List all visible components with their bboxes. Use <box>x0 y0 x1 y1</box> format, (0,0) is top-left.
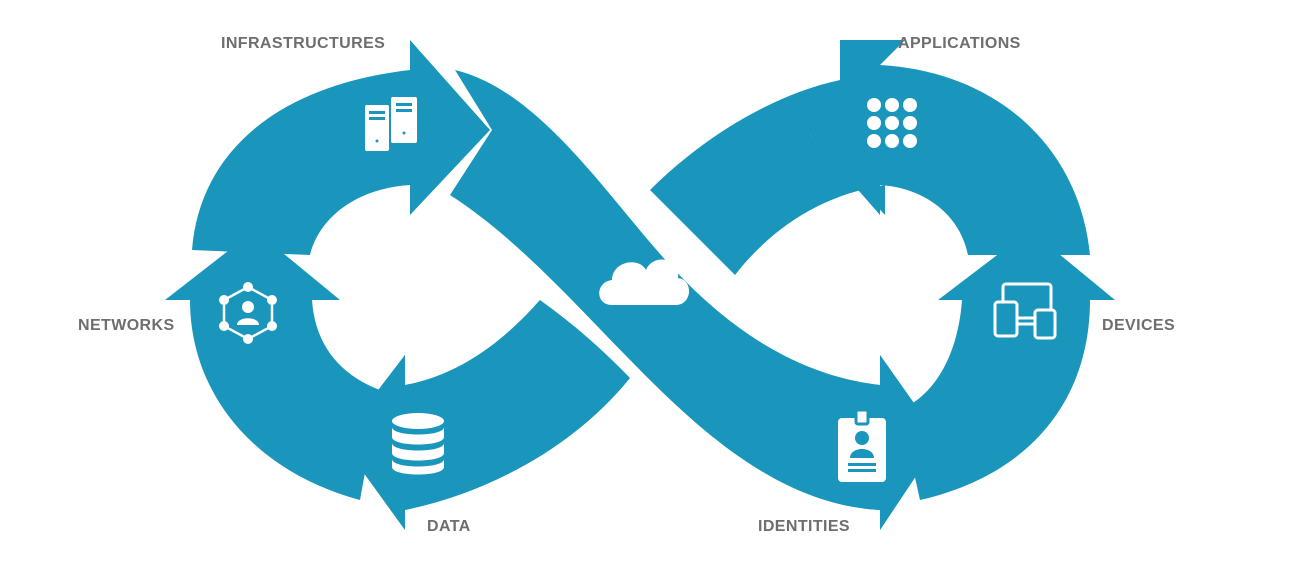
label-data: DATA <box>427 518 471 535</box>
devices-icon <box>993 282 1057 340</box>
label-applications: APPLICATIONS <box>898 35 1021 52</box>
app-grid-icon <box>867 98 917 148</box>
label-networks: NETWORKS <box>78 317 175 334</box>
label-identities: IDENTITIES <box>758 518 851 535</box>
arrow-networks <box>165 230 380 500</box>
arrow-identities <box>640 265 940 530</box>
server-icon <box>365 97 417 151</box>
cloud-icon <box>599 259 690 305</box>
network-icon <box>219 282 277 344</box>
arrow-devices <box>900 230 1115 500</box>
database-icon <box>392 413 444 475</box>
arrow-infrastructures <box>192 40 490 255</box>
arrow-applications <box>810 40 1090 255</box>
label-devices: DEVICES <box>1102 317 1176 334</box>
id-badge-icon <box>838 408 886 482</box>
label-infrastructures: INFRASTRUCTURES <box>221 35 386 52</box>
